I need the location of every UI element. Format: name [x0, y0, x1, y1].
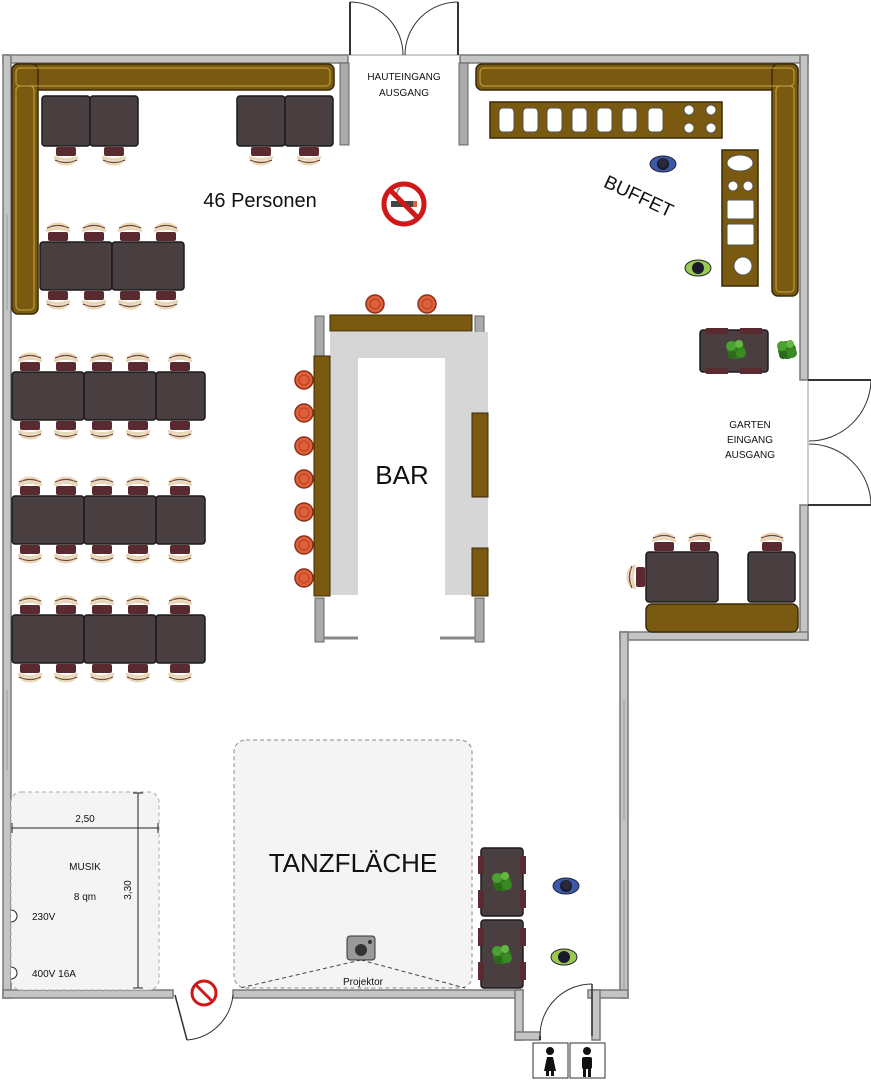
guest-2-icon — [550, 948, 578, 966]
wc-women-icon — [532, 1042, 569, 1079]
music-label: MUSIK — [69, 862, 101, 873]
buffet-label: BUFFET — [600, 172, 676, 222]
music-width-label: 2,50 — [75, 814, 95, 825]
main-entrance-label-1: HAUTEINGANG — [367, 72, 441, 83]
no-smoking-icon — [384, 184, 424, 224]
dance-floor — [233, 739, 473, 989]
tables-left-blocks — [11, 371, 206, 664]
garden-entrance-label-3: AUSGANG — [725, 450, 775, 461]
socket-400v-icon — [10, 966, 18, 980]
music-depth-label: 3,30 — [123, 880, 134, 900]
bar — [313, 314, 489, 643]
wc-door — [539, 983, 593, 1040]
dance-floor-label: TANZFLÄCHE — [269, 848, 438, 878]
tables-bottom-right — [478, 847, 526, 989]
garden-tables — [645, 328, 797, 603]
socket-230v-label: 230V — [32, 912, 56, 923]
projector-icon — [239, 935, 466, 989]
buffet-staff-1-icon — [649, 155, 677, 173]
garden-entrance-label-1: GARTEN — [729, 420, 771, 431]
music-area — [10, 791, 160, 991]
bar-label: BAR — [375, 460, 428, 490]
garden-entrance — [807, 379, 871, 506]
side-door — [174, 994, 234, 1041]
windows — [6, 215, 625, 990]
tables-left-1 — [39, 241, 185, 291]
benches — [11, 63, 799, 633]
socket-230v-icon — [10, 909, 18, 923]
buffet-staff-2-icon — [684, 259, 712, 277]
capacity-label: 46 Personen — [203, 190, 316, 212]
socket-400v-label: 400V 16A — [32, 969, 76, 980]
wc-men-icon — [569, 1042, 606, 1079]
main-entrance-label-2: AUSGANG — [379, 88, 429, 99]
tables-top — [41, 95, 334, 147]
garden-entrance-label-2: EINGANG — [727, 435, 773, 446]
projector-label: Projektor — [343, 977, 384, 988]
buffet-counter-top — [489, 101, 723, 139]
no-entry-icon — [190, 979, 218, 1007]
buffet-counter-side — [721, 149, 759, 287]
music-area-label: 8 qm — [74, 892, 96, 903]
guest-1-icon — [552, 877, 580, 895]
main-entrance — [339, 1, 469, 146]
